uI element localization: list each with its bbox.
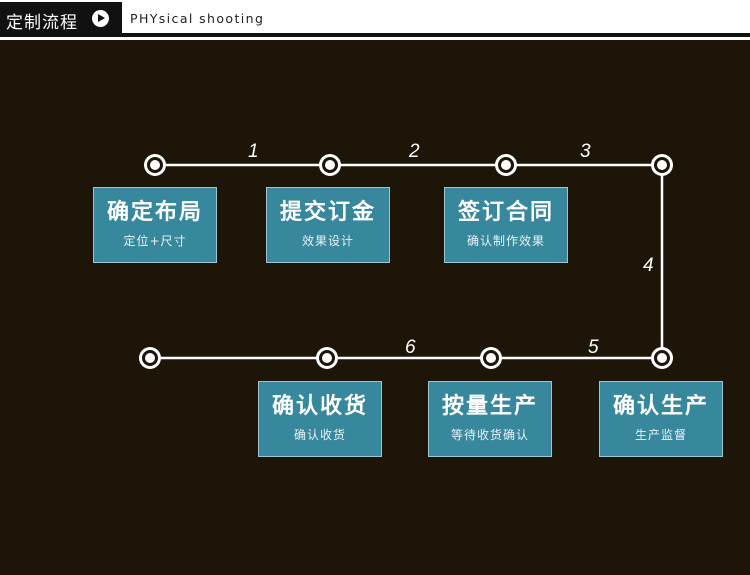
- step-title: 提交订金: [279, 200, 376, 225]
- step-detail: 效果设计: [301, 234, 354, 248]
- step-box-3: 签订合同 确认制作效果: [444, 187, 568, 263]
- step-number-2: 2: [409, 141, 420, 162]
- step-title: 确定布局: [106, 200, 203, 225]
- play-arrow-icon: [92, 10, 109, 27]
- step-box-1: 确定布局 定位+尺寸: [93, 187, 217, 263]
- node-7: [316, 347, 338, 369]
- node-4: [651, 154, 673, 176]
- page-title: 定制流程: [6, 13, 78, 33]
- node-5: [651, 347, 673, 369]
- page-subtitle: PHYsical shooting: [130, 11, 265, 26]
- header-tab: 定制流程: [0, 2, 122, 33]
- step-title: 确认生产: [612, 394, 709, 419]
- step-box-4: 确认生产 生产监督: [599, 381, 723, 457]
- node-8: [139, 347, 161, 369]
- node-1: [144, 154, 166, 176]
- node-2: [319, 154, 341, 176]
- node-6: [480, 347, 502, 369]
- step-box-2: 提交订金 效果设计: [266, 187, 390, 263]
- step-number-1: 1: [248, 141, 259, 162]
- header-bar: 定制流程 PHYsical shooting: [0, 0, 750, 40]
- step-title: 确认收货: [271, 394, 368, 419]
- step-detail: 确认制作效果: [466, 234, 545, 248]
- step-detail: 生产监督: [634, 428, 687, 442]
- header-divider: [0, 33, 750, 37]
- flow-nodes: [139, 154, 673, 369]
- step-detail: 等待收货确认: [450, 428, 529, 442]
- step-number-6: 6: [405, 337, 416, 358]
- step-number-3: 3: [580, 141, 591, 162]
- node-3: [495, 154, 517, 176]
- step-title: 按量生产: [441, 394, 538, 419]
- flow-path: [150, 163, 664, 360]
- step-title: 签订合同: [457, 200, 554, 225]
- step-number-5: 5: [588, 337, 599, 358]
- step-box-5: 按量生产 等待收货确认: [428, 381, 552, 457]
- diagram-canvas: [0, 40, 750, 575]
- step-box-6: 确认收货 确认收货: [258, 381, 382, 457]
- connector-lines: [150, 163, 664, 360]
- step-detail: 确认收货: [293, 428, 346, 442]
- step-number-4: 4: [643, 255, 654, 276]
- step-detail: 定位+尺寸: [123, 234, 187, 248]
